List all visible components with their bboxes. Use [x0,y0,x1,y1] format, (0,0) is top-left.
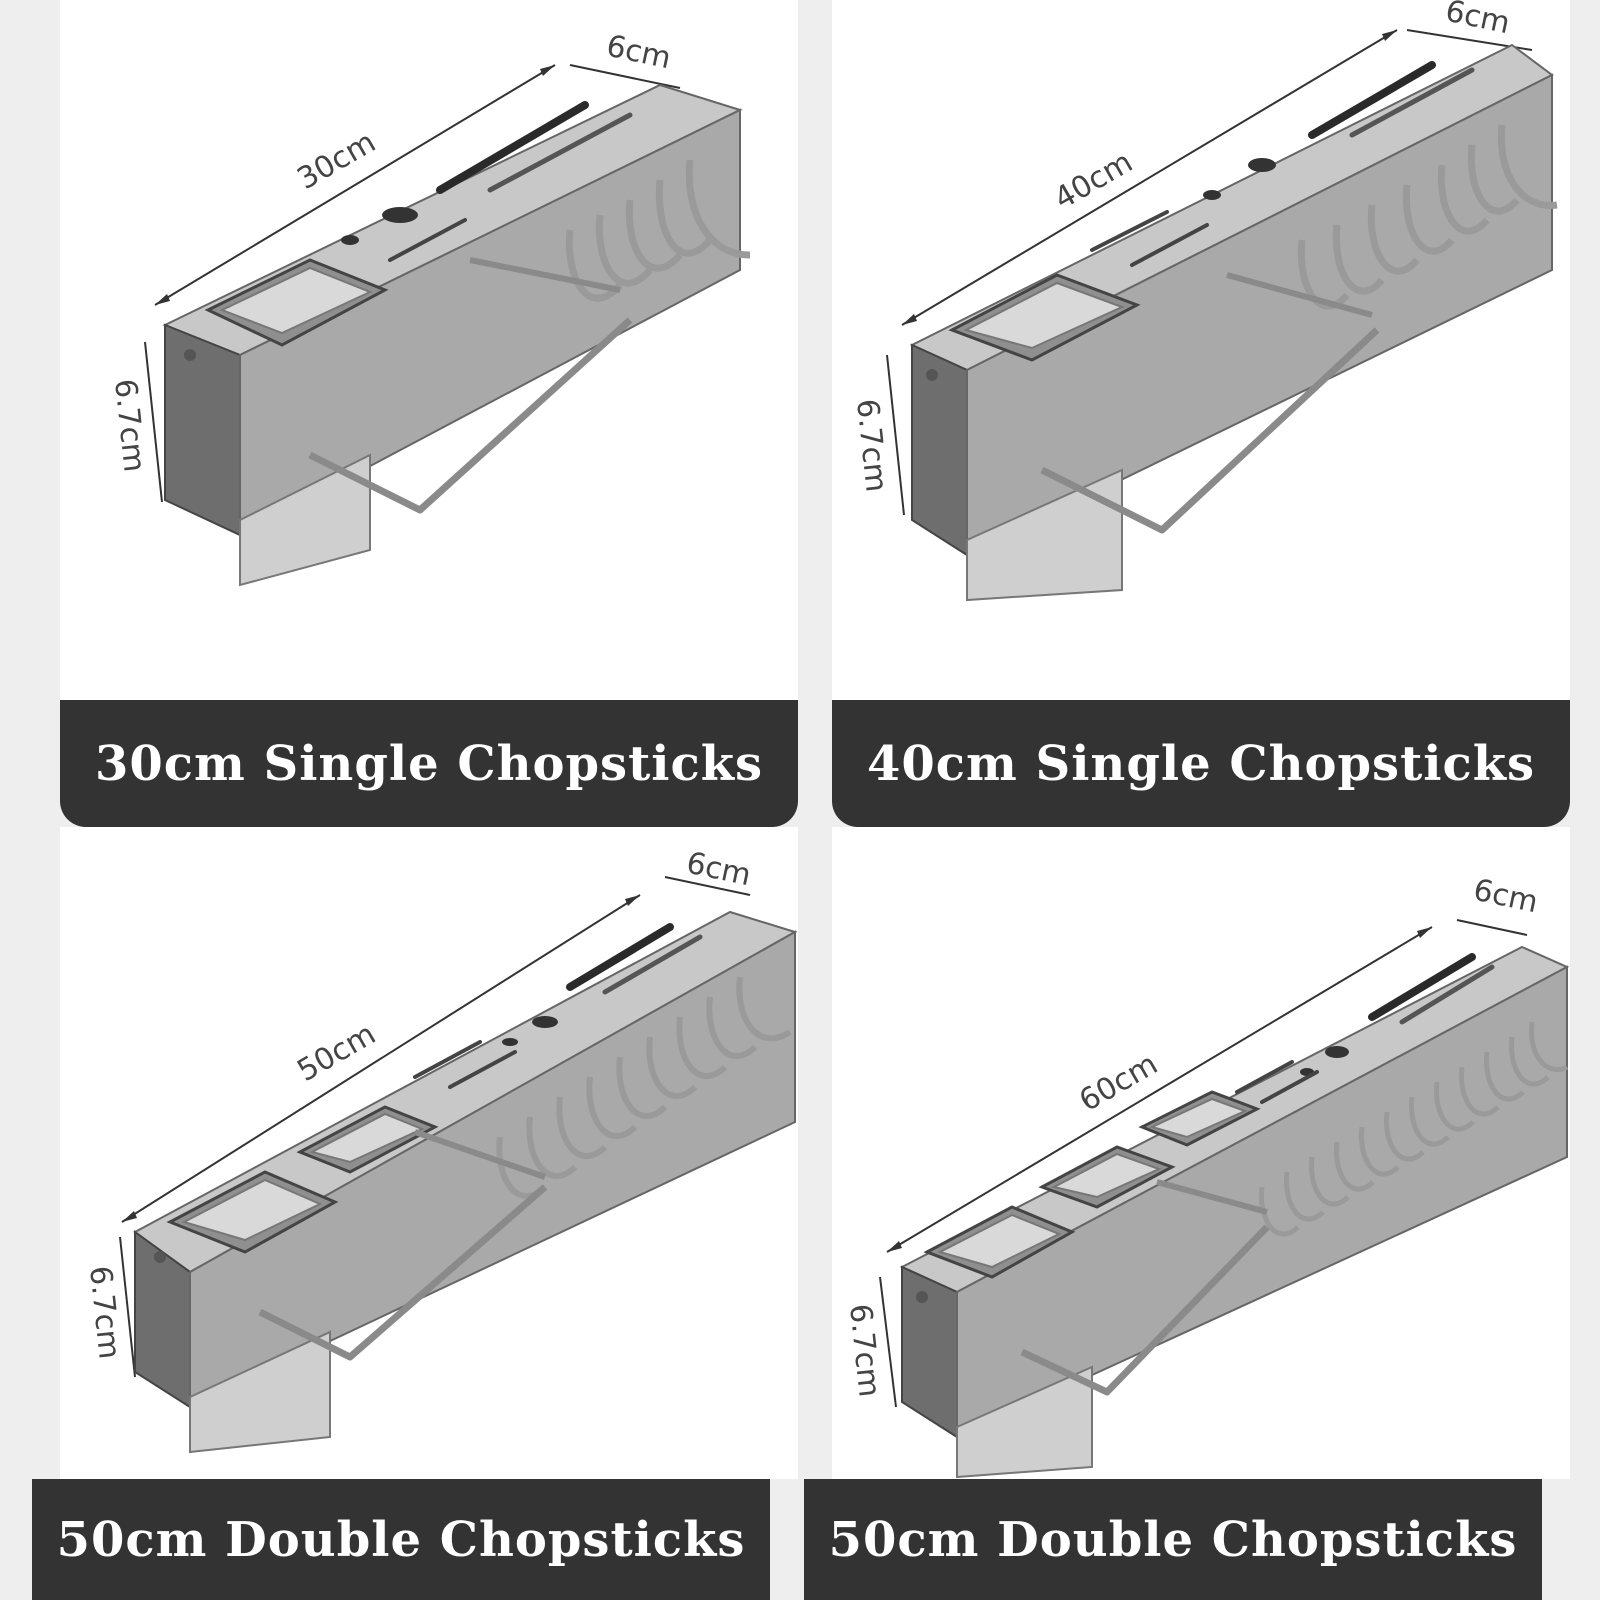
depth-dim-label-4: 6cm [1470,873,1541,921]
height-dim-label-3: 6.7cm [82,1264,127,1361]
caption-panel-4: 50cm Double Chopsticks [804,1479,1542,1600]
length-dim-label-1: 30cm [292,125,382,197]
height-dim-label-1: 6.7cm [107,377,152,474]
caption-panel-3: 50cm Double Chopsticks [32,1479,770,1600]
depth-dim-label-1: 6cm [603,29,674,77]
depth-dim-label-2: 6cm [1442,0,1513,41]
caption-panel-2: 40cm Single Chopsticks [832,700,1570,827]
length-dim-label-3: 50cm [292,1017,382,1089]
height-dim-label-2: 6.7cm [849,397,894,494]
caption-panel-1: 30cm Single Chopsticks [60,700,798,827]
rack-illustration-4: 60cm 6cm 6.7cm [842,873,1570,1479]
product-panel-4: 60cm 6cm 6.7cm [832,827,1570,1479]
length-dim-label-4: 60cm [1074,1047,1164,1119]
height-dim-label-4: 6.7cm [842,1302,887,1399]
product-panel-3: 50cm 6cm 6.7cm [60,827,798,1479]
rack-illustration-3: 50cm 6cm 6.7cm [82,846,798,1454]
product-panel-1: 30cm 6cm 6.7cm [60,0,798,700]
depth-dim-label-3: 6cm [683,846,754,894]
length-dim-label-2: 40cm [1049,145,1139,217]
product-panel-2: 40cm 6cm 6.7cm [832,0,1570,700]
rack-illustration-2: 40cm 6cm 6.7cm [849,0,1558,602]
rack-illustration-1: 30cm 6cm 6.7cm [107,29,751,587]
